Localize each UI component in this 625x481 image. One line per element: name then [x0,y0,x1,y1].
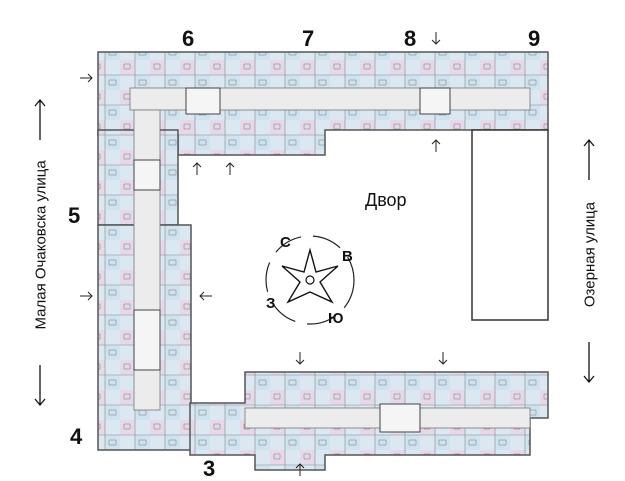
compass-east: В [342,248,353,265]
section-5-label: 5 [68,203,81,228]
core-4 [133,309,161,371]
core-3 [379,403,421,433]
compass-north: С [280,234,291,251]
core-5 [133,159,161,191]
courtyard-label: Двор [365,190,407,210]
compass-west: З [266,295,276,312]
core-6 [185,87,221,115]
core-8 [419,87,451,115]
compass-south: Ю [328,310,344,327]
compass-rose [265,235,355,325]
section-7-label: 7 [302,26,315,51]
section-8-label: 8 [404,26,417,51]
section-3-label: 3 [203,456,216,481]
section-4-label: 4 [70,424,83,449]
section-9-label: 9 [528,26,541,51]
street-left-label: Малая Очаковска улица [32,160,50,330]
street-right-label: Озерная улица [581,201,599,308]
building-wings [97,51,549,471]
section-6-label: 6 [182,26,195,51]
future-building-outline [471,129,549,321]
